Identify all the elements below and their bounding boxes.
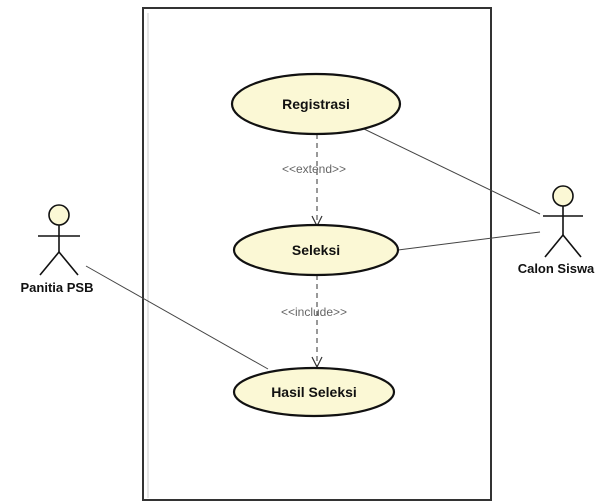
association-calon-registrasi[interactable] [361,127,541,215]
include-stereotype-label: <<include>> [281,305,347,319]
use-case-seleksi-shape[interactable] [232,223,400,277]
actor-calon-siswa-label: Calon Siswa [518,261,595,276]
association-calon-seleksi[interactable] [397,231,541,251]
actor-icon [543,185,583,258]
use-case-hasil-seleksi-shape[interactable] [232,366,396,418]
actor-panitia-psb-label: Panitia PSB [21,280,94,295]
use-case-registrasi-label: Registrasi [282,96,350,112]
use-case-seleksi[interactable]: Seleksi [232,223,400,277]
system-boundary [142,7,492,501]
association-panitia-hasil[interactable] [85,265,269,370]
actor-panitia-psb[interactable]: Panitia PSB [21,204,94,295]
use-case-registrasi-shape[interactable] [230,72,402,136]
use-case-registrasi[interactable]: Registrasi [230,72,402,136]
use-case-hasil-seleksi[interactable]: Hasil Seleksi [232,366,396,418]
use-case-seleksi-label: Seleksi [292,242,340,258]
actor-calon-siswa[interactable]: Calon Siswa [518,185,595,276]
use-case-hasil-seleksi-label: Hasil Seleksi [271,384,357,400]
actor-icon [38,204,80,276]
extend-stereotype-label: <<extend>> [282,162,346,176]
